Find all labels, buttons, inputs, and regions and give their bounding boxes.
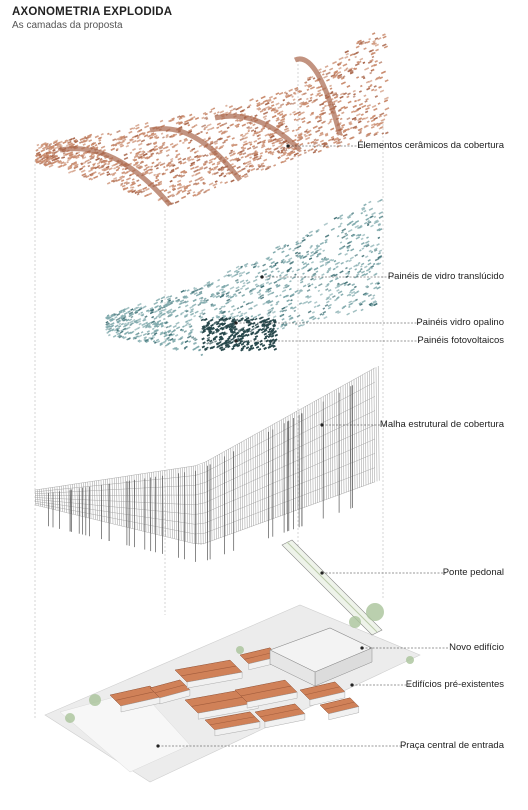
existing-buildings-group xyxy=(109,647,360,737)
label-photovoltaic: Painéis fotovoltaicos xyxy=(417,335,504,346)
site-layer xyxy=(44,539,421,783)
label-new-building: Novo edifício xyxy=(449,642,504,653)
label-structure: Malha estrutural de cobertura xyxy=(379,419,504,430)
label-glass-opal: Painéis vidro opalino xyxy=(416,317,504,328)
page-title: AXONOMETRIA EXPLODIDA xyxy=(12,6,173,18)
ceramic-layer xyxy=(35,32,390,207)
page-subtitle: As camadas da proposta xyxy=(12,20,123,31)
label-existing-buildings: Edifícios pré-existentes xyxy=(405,679,504,690)
structure-layer xyxy=(34,365,380,562)
glass-layer xyxy=(105,198,384,357)
label-glass-translucent: Painéis de vidro translúcido xyxy=(387,271,504,282)
new-building xyxy=(269,627,373,687)
label-square: Praça central de entrada xyxy=(399,740,504,751)
guide-lines xyxy=(34,60,384,720)
leader-dots xyxy=(156,144,364,748)
pedestrian-bridge xyxy=(281,539,383,636)
label-bridge: Ponte pedonal xyxy=(442,567,504,578)
label-ceramics: Elementos cerâmicos da cobertura xyxy=(357,140,504,151)
leader-lines xyxy=(158,145,448,747)
trees-group xyxy=(65,603,414,723)
